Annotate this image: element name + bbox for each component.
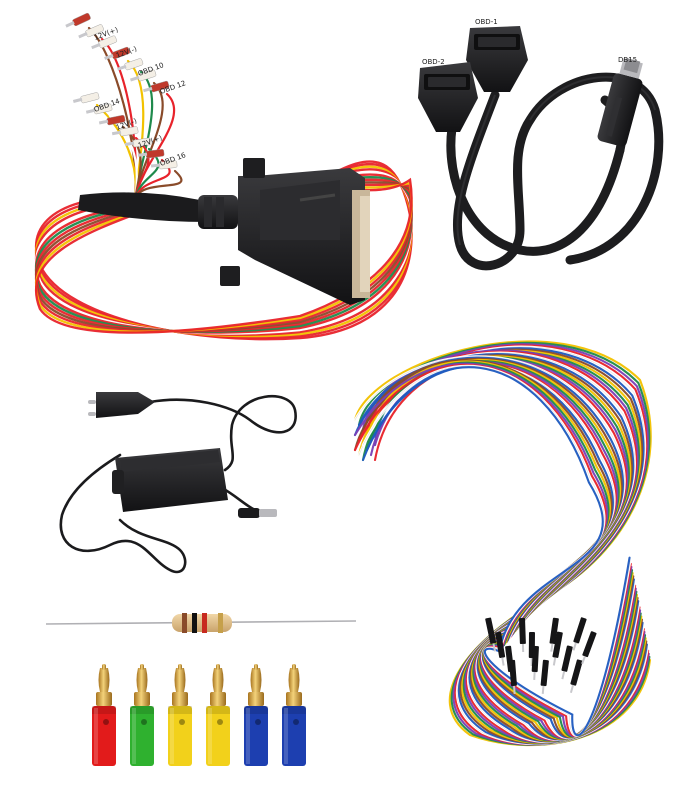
db15-connector	[597, 57, 643, 147]
harness-lead-terminal	[150, 160, 178, 170]
banana-plug	[282, 664, 306, 766]
power-adapter	[59, 392, 297, 574]
harness-lead-terminal	[142, 80, 170, 93]
harness-lead-terminal	[72, 92, 100, 104]
adapter-brick	[112, 448, 228, 512]
obd-port-label: DB15	[618, 56, 637, 64]
harness-lead-terminal	[124, 137, 152, 148]
jumper-pin	[561, 645, 573, 680]
obd-port-label: OBD-1	[475, 18, 498, 26]
jumper-pin	[531, 645, 539, 681]
resistor	[45, 613, 357, 633]
banana-plug	[92, 664, 116, 766]
banana-plug	[168, 664, 192, 766]
jumper-pin	[509, 659, 517, 694]
jumper-pin	[549, 617, 559, 652]
harness-lead-terminal	[85, 103, 113, 115]
jumper-pin	[569, 659, 583, 694]
obd-y-cable	[418, 26, 664, 271]
obd-connector-upper	[466, 26, 528, 92]
dc-barrel-plug	[238, 508, 277, 518]
jumper-pin	[519, 617, 526, 653]
db25-connector	[78, 158, 370, 305]
banana-plug	[244, 664, 268, 766]
harness-lead-terminal	[104, 46, 131, 60]
jumper-pin	[540, 659, 549, 694]
harness-lead-terminal	[111, 126, 139, 137]
harness-pin-label: 12V(-)	[115, 45, 138, 60]
harness-lead-terminal	[130, 69, 157, 82]
banana-plug	[130, 664, 154, 766]
harness-lead-terminal	[65, 12, 91, 28]
harness-lead-terminal	[78, 24, 104, 39]
harness-lead-terminal	[137, 149, 165, 159]
jumper-pin	[552, 631, 563, 666]
jumper-pin-tips	[485, 617, 597, 694]
jumper-pin	[572, 617, 587, 651]
eu-plug	[88, 392, 155, 418]
jumper-pin	[581, 631, 597, 665]
obd-connector-lower	[418, 62, 478, 132]
jumper-pin	[495, 631, 506, 666]
harness-pin-label: OBD 12	[159, 79, 187, 96]
obd-port-label: OBD-2	[422, 58, 445, 66]
jumper-wire-bundle	[353, 340, 652, 747]
banana-plug	[206, 664, 230, 766]
jumper-pin	[485, 617, 497, 652]
harness-lead-terminal	[117, 58, 144, 71]
banana-plug-set	[92, 664, 306, 766]
harness-lead-terminal	[91, 35, 117, 50]
harness-lead-terminal	[98, 115, 126, 126]
